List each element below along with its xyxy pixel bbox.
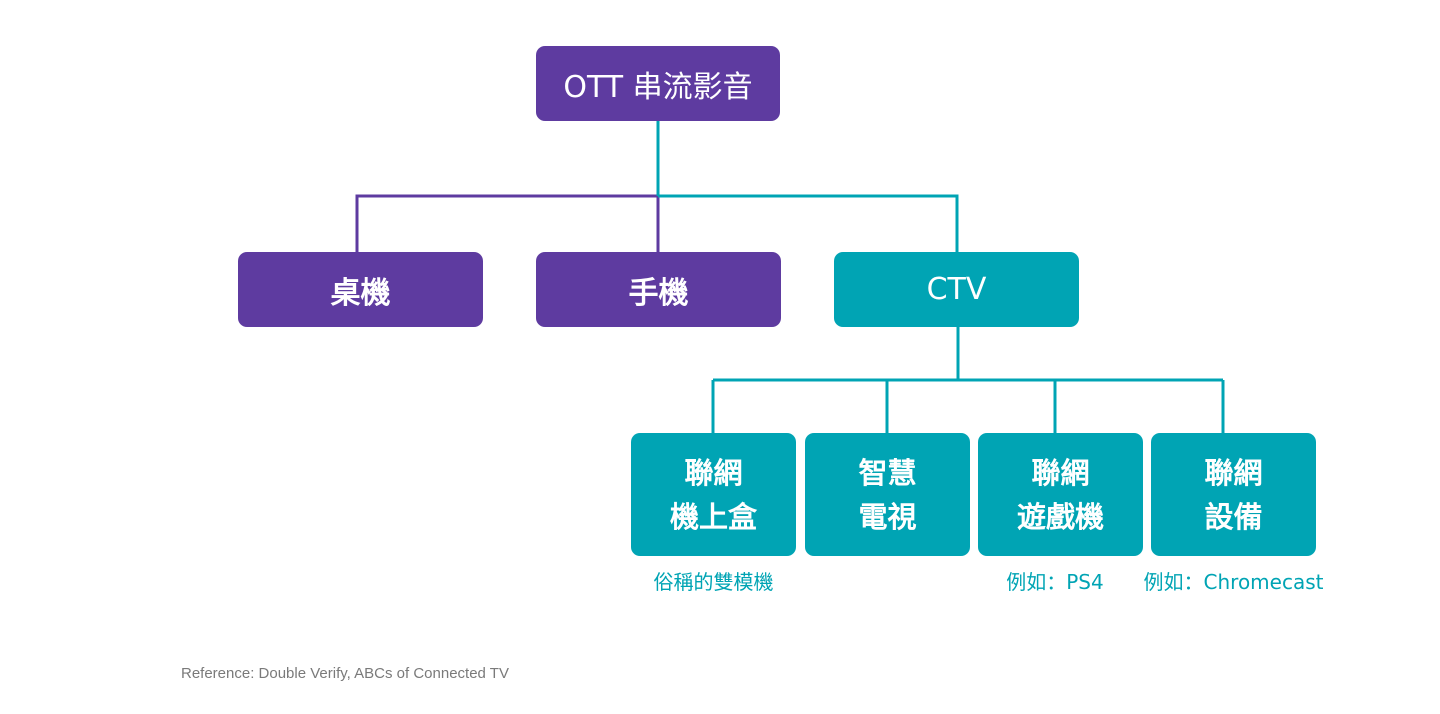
game-console-node: 聯網 遊戲機 [978,433,1143,556]
mobile-node: 手機 [536,252,781,327]
ott-root-node: OTT 串流影音 [536,46,780,121]
mobile-label: 手機 [628,275,689,311]
smart-tv-node: 智慧 電視 [805,433,970,556]
game-console-line1: 聯網 [1031,455,1090,490]
connector-to-desktop [355,194,658,252]
desktop-label: 桌機 [330,275,391,311]
smart-tv-line2: 電視 [858,499,917,534]
desktop-node: 桌機 [238,252,483,327]
set-top-box-node: 聯網 機上盒 [631,433,796,556]
reference-note: Reference: Double Verify, ABCs of Connec… [181,665,509,682]
smart-tv-line1: 智慧 [858,455,917,490]
set-top-box-line2: 機上盒 [669,499,757,534]
connected-device-line2: 設備 [1204,499,1263,534]
set-top-box-caption: 俗稱的雙模機 [653,570,774,594]
ott-root-label: OTT 串流影音 [563,69,753,105]
game-console-line2: 遊戲機 [1016,499,1104,534]
connected-device-node: 聯網 設備 [1151,433,1316,556]
connected-device-caption: 例如：Chromecast [1143,570,1324,594]
connected-device-line1: 聯網 [1204,455,1263,490]
teal-connectors [656,121,1225,433]
set-top-box-line1: 聯網 [684,455,743,490]
ctv-label: CTV [926,272,987,307]
purple-connectors [355,194,660,252]
ctv-node: CTV [834,252,1079,327]
connector-to-ctv [658,194,959,252]
game-console-caption: 例如：PS4 [1006,570,1104,594]
